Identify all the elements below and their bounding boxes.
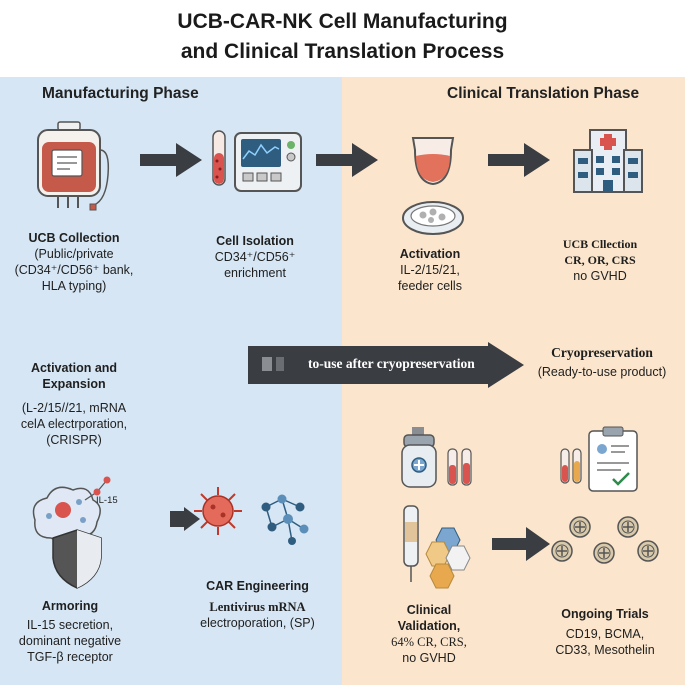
- syringe-hexagon-icon: [403, 505, 471, 589]
- ucb-cllection-label: UCB Cllection CR, OR, CRS no GVHD: [530, 236, 670, 284]
- page-title-line2: and Clinical Translation Process: [180, 40, 505, 63]
- armoring-title: Armoring: [41, 599, 99, 613]
- clinical-validation-line2: no GVHD: [402, 651, 456, 665]
- ucb-cllection-line1: CR, OR, CRS: [564, 253, 636, 267]
- activation-line2: feeder cells: [398, 279, 462, 293]
- clinical-validation-line1: 64% CR, CRS,: [391, 635, 467, 649]
- car-engineering-label: CAR Engineering Lentivirus mRNA electrop…: [185, 578, 330, 631]
- clinical-validation-title1: Clinical: [406, 603, 452, 617]
- cryo-tank-icon: [401, 427, 472, 488]
- ucb-cllection-line2: no GVHD: [573, 269, 627, 283]
- manufacturing-phase-heading: Manufacturing Phase: [42, 85, 199, 102]
- ongoing-trials-label: Ongoing Trials CD19, BCMA, CD33, Mesothe…: [535, 606, 675, 658]
- ucb-collection-line1: (Public/private: [34, 247, 114, 261]
- blood-bag-icon: [37, 121, 110, 211]
- cell-isolation-title: Cell Isolation: [216, 234, 294, 248]
- band-text: to-use after cryopreservation: [308, 356, 475, 371]
- cell-isolation-label: Cell Isolation CD34⁺/CD56⁺ enrichment: [185, 233, 325, 281]
- ucb-collection-line2: (CD34⁺/CD56⁺ bank,: [14, 263, 134, 277]
- arrow-right-icon: [170, 507, 200, 531]
- activation-expansion-title2: Expansion: [42, 377, 106, 391]
- clinical-validation-label: Clinical Validation, 64% CR, CRS, no GVH…: [370, 602, 488, 666]
- virus-network-icon: [194, 487, 309, 545]
- cell-analyzer-icon: [212, 130, 302, 192]
- activation-title: Activation: [399, 247, 461, 261]
- armoring-icon: [32, 476, 111, 589]
- cell-isolation-line1: CD34⁺/CD56⁺: [214, 250, 296, 264]
- car-engineering-line2: electroporation, (SP): [200, 616, 315, 630]
- ongoing-trials-line1: CD19, BCMA,: [565, 627, 645, 641]
- arrow-right-icon: [492, 527, 550, 561]
- clinical-phase-heading: Clinical Translation Phase: [447, 85, 640, 102]
- arrow-right-icon: [488, 143, 550, 177]
- spacer: [0, 392, 148, 400]
- clipboard-icon: [560, 426, 638, 492]
- activation-expansion-label: Activation and Expansion (L-2/15//21, mR…: [0, 360, 148, 448]
- ucb-collection-label: UCB Collection (Public/private (CD34⁺/CD…: [0, 230, 148, 294]
- activation-line1: IL-2/15/21,: [400, 263, 460, 277]
- cryopreservation-line1: (Ready-to-use product): [537, 365, 667, 379]
- activation-label: Activation IL-2/15/21, feeder cells: [370, 246, 490, 294]
- cryopreservation-label: Cryopreservation (Ready-to-use product): [522, 345, 682, 380]
- page-title-line1: UCB-CAR-NK Cell Manufacturing: [177, 10, 508, 33]
- hospital-icon: [573, 129, 643, 193]
- armoring-line1: IL-15 secretion,: [26, 618, 114, 632]
- activation-expansion-line2: celA electrporation,: [20, 417, 128, 431]
- activation-expansion-title1: Activation and: [30, 361, 118, 375]
- ongoing-trials-line2: CD33, Mesothelin: [555, 643, 655, 657]
- activation-expansion-line1: (L-2/15//21, mRNA: [21, 401, 127, 415]
- il15-icon-label: IL-15: [96, 495, 118, 506]
- armoring-label: Armoring IL-15 secretion, dominant negat…: [0, 598, 140, 665]
- ucb-cllection-title: UCB Cllection: [562, 237, 638, 251]
- car-engineering-title: CAR Engineering: [206, 579, 309, 593]
- car-engineering-line1: Lentivirus mRNA: [209, 600, 306, 614]
- armoring-line2: dominant negative: [18, 634, 122, 648]
- arrow-right-icon: [140, 143, 202, 177]
- cell-isolation-line2: enrichment: [224, 266, 286, 280]
- arrow-right-icon: [316, 143, 378, 177]
- ucb-collection-line3: HLA typing): [41, 279, 107, 293]
- clinical-validation-title2: Validation,: [397, 619, 461, 633]
- band-arrow: [248, 342, 524, 388]
- ucb-collection-title: UCB Collection: [28, 231, 120, 245]
- cryopreservation-title: Cryopreservation: [551, 345, 653, 360]
- ongoing-trials-title: Ongoing Trials: [561, 607, 649, 621]
- activation-expansion-line3: (CRISPR): [46, 433, 102, 447]
- flask-petri-dish-icon: [402, 137, 464, 235]
- armoring-line3: TGF-β receptor: [27, 650, 113, 664]
- trial-cluster-icon: [551, 516, 659, 564]
